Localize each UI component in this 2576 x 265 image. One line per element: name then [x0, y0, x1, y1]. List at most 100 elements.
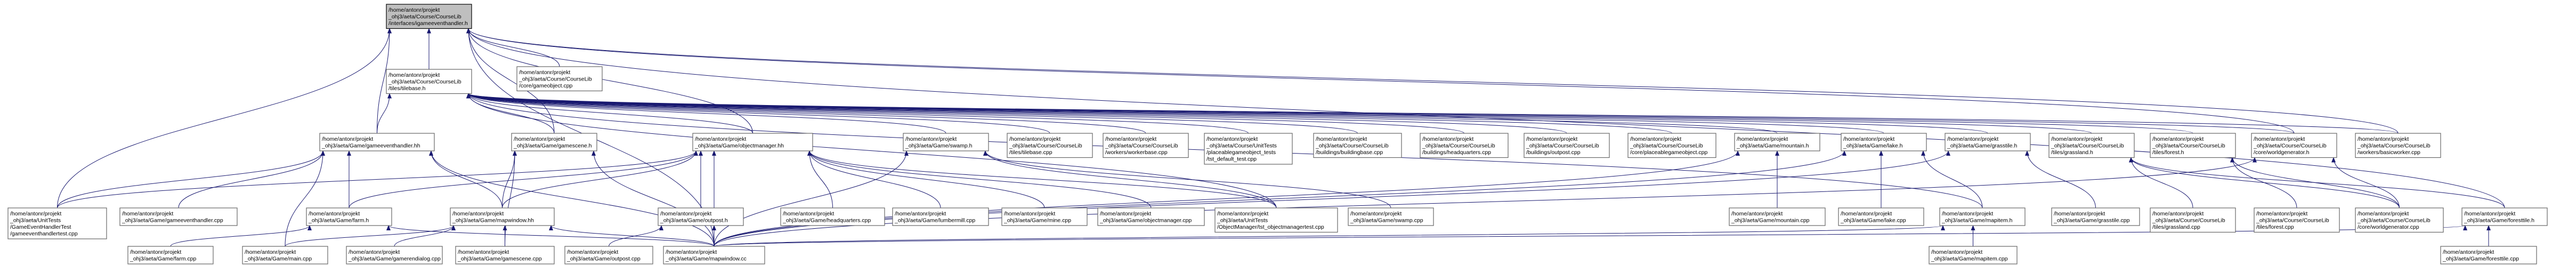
include-edge	[2025, 150, 2096, 208]
file-node-grasstile-cpp[interactable]: /home/antonr/projekt_ohj3/aeta/Game/gras…	[2051, 207, 2140, 226]
file-node-box	[1420, 133, 1509, 158]
file-node-mountain-cpp[interactable]: /home/antonr/projekt_ohj3/aeta/Game/moun…	[1729, 207, 1826, 226]
file-node-gamescene-cpp[interactable]: /home/antonr/projekt_ohj3/aeta/Game/game…	[455, 246, 555, 264]
file-node-label-line: /home/antonr/projekt	[458, 249, 509, 255]
file-node-box	[386, 4, 472, 29]
file-node-label-line: /home/antonr/projekt	[452, 211, 504, 217]
include-edge	[466, 93, 1988, 134]
file-node-gameeventhandler-h[interactable]: /home/antonr/projekt_ohj3/aeta/Game/game…	[319, 133, 435, 151]
file-node-swamp-cpp[interactable]: /home/antonr/projekt_ohj3/aeta/Game/swam…	[1348, 207, 1434, 226]
file-node-objectmanager-cpp[interactable]: /home/antonr/projekt_ohj3/aeta/Game/obje…	[1097, 207, 1205, 226]
file-node-gamescene-h[interactable]: /home/antonr/projekt_ohj3/aeta/Game/game…	[511, 133, 597, 151]
file-node-foresttile-cpp[interactable]: /home/antonr/projekt_ohj3/aeta/Game/fore…	[2440, 246, 2537, 264]
file-node-grasstile-h[interactable]: /home/antonr/projekt_ohj3/aeta/Game/gras…	[1945, 133, 2031, 151]
file-node-mountain-h[interactable]: /home/antonr/projekt_ohj3/aeta/Game/moun…	[1734, 133, 1820, 151]
file-node-label-line: /tiles/forest.cpp	[2256, 224, 2294, 230]
file-node-mine-cpp[interactable]: /home/antonr/projekt_ohj3/aeta/Game/mine…	[1001, 207, 1088, 226]
file-node-box	[1729, 207, 1826, 226]
file-node-placeablegameobject-cpp[interactable]: /home/antonr/projekt_ohj3/aeta/Course/Co…	[1627, 133, 1716, 158]
file-node-box	[2440, 246, 2537, 264]
file-node-label-line: _ohj3/aeta/Game/gamescene.cpp	[457, 256, 542, 262]
file-node-main-cpp[interactable]: /home/antonr/projekt_ohj3/aeta/Game/main…	[242, 246, 328, 264]
include-edge	[394, 225, 456, 247]
file-node-grassland-h[interactable]: /home/antonr/projekt_ohj3/aeta/Course/Co…	[2048, 133, 2135, 158]
file-node-placeable-tests[interactable]: /home/antonr/projekt_ohj3/aeta/Course/Un…	[1204, 133, 1293, 165]
file-node-headquarters-cpp-lib[interactable]: /home/antonr/projekt_ohj3/aeta/Course/Co…	[1420, 133, 1509, 158]
include-edge	[807, 150, 1152, 208]
include-edge	[429, 150, 503, 208]
file-node-label-line: _ohj3/aeta/Game/swamp.cpp	[1350, 218, 1423, 224]
file-node-box	[1945, 133, 2031, 151]
file-node-mapitem-h[interactable]: /home/antonr/projekt_ohj3/aeta/Game/mapi…	[1939, 207, 2026, 226]
file-node-gameobject-cpp[interactable]: /home/antonr/projekt_ohj3/aeta/Course/Co…	[516, 66, 603, 92]
file-node-workerbase-cpp[interactable]: /home/antonr/projekt_ohj3/aeta/Course/Co…	[1103, 133, 1189, 158]
file-node-grassland-cpp[interactable]: /home/antonr/projekt_ohj3/aeta/Course/Co…	[2150, 207, 2236, 233]
file-node-label-line: /placeablegameobject_tests	[1206, 149, 1276, 156]
file-node-outpost-cpp-lib[interactable]: /home/antonr/projekt_ohj3/aeta/Course/Co…	[1524, 133, 1610, 158]
file-node-gameeventhandler-cpp[interactable]: /home/antonr/projekt_ohj3/aeta/Game/game…	[119, 207, 238, 226]
file-node-basicworker-cpp[interactable]: /home/antonr/projekt_ohj3/aeta/Course/Co…	[2355, 133, 2441, 158]
file-node-mapwindow-cc[interactable]: /home/antonr/projekt_ohj3/aeta/Game/mapw…	[663, 246, 765, 264]
include-edge	[714, 150, 1740, 247]
file-node-tilebase-cpp[interactable]: /home/antonr/projekt_ohj3/aeta/Course/Co…	[1007, 133, 1093, 158]
include-edge	[466, 93, 2092, 134]
file-node-label-line: _ohj3/aeta/Course/CourseLib	[2152, 218, 2225, 224]
file-node-tilebase-h[interactable]: /home/antonr/projekt_ohj3/aeta/Course/Co…	[386, 69, 472, 94]
file-node-label-line: /home/antonr/projekt	[388, 72, 440, 78]
file-node-outpost-h[interactable]: /home/antonr/projekt_ohj3/aeta/Game/outp…	[658, 207, 744, 226]
file-node-lake-h[interactable]: /home/antonr/projekt_ohj3/aeta/Game/lake…	[1841, 133, 1927, 151]
include-edge	[285, 150, 325, 247]
file-node-gamerendialog-cpp[interactable]: /home/antonr/projekt_ohj3/aeta/Game/game…	[346, 246, 443, 264]
file-node-foresttile-h[interactable]: /home/antonr/projekt_ohj3/aeta/Game/fore…	[2461, 207, 2548, 226]
file-node-lake-cpp[interactable]: /home/antonr/projekt_ohj3/aeta/Game/lake…	[1838, 207, 1924, 226]
file-node-farm-h[interactable]: /home/antonr/projekt_ohj3/aeta/Game/farm…	[306, 207, 392, 226]
file-node-label-line: /home/antonr/projekt	[2051, 136, 2102, 142]
file-node-box	[2355, 133, 2441, 158]
include-edge	[377, 28, 392, 134]
file-node-label-line: _ohj3/aeta/Course/CourseLib	[2357, 143, 2431, 149]
file-node-label-line: /tiles/tilebase.cpp	[1009, 149, 1052, 156]
file-node-label-line: /home/antonr/projekt	[1841, 211, 1892, 217]
file-node-box	[2051, 207, 2140, 226]
file-node-box	[2150, 133, 2236, 158]
file-node-label-line: _ohj3/aeta/Course/CourseLib	[1630, 143, 1703, 149]
file-node-label-line: /home/antonr/projekt	[1206, 136, 1258, 142]
file-node-label-line: /home/antonr/projekt	[245, 249, 296, 255]
file-node-swamp-h[interactable]: /home/antonr/projekt_ohj3/aeta/Game/swam…	[903, 133, 989, 151]
file-node-farm-cpp[interactable]: /home/antonr/projekt_ohj3/aeta/Game/farm…	[127, 246, 214, 264]
file-node-label-line: _ohj3/aeta/Game/mapitem.cpp	[1931, 256, 2008, 262]
file-node-box	[1929, 246, 2018, 264]
file-node-worldgenerator-cpp[interactable]: /home/antonr/projekt_ohj3/aeta/Course/Co…	[2355, 207, 2444, 233]
file-node-unittest-objectmanager[interactable]: /home/antonr/projekt_ohj3/aeta/UnitTests…	[1214, 207, 1338, 233]
file-node-label-line: _ohj3/aeta/Course/CourseLib	[519, 76, 592, 83]
file-node-outpost-cpp[interactable]: /home/antonr/projekt_ohj3/aeta/Game/outp…	[564, 246, 653, 264]
file-node-label-line: /home/antonr/projekt	[322, 136, 373, 142]
file-node-forest-h[interactable]: /home/antonr/projekt_ohj3/aeta/Course/Co…	[2150, 133, 2236, 158]
include-edge	[466, 93, 1884, 134]
file-node-unittest-gameevent[interactable]: /home/antonr/projekt_ohj3/aeta/UnitTests…	[7, 207, 107, 239]
include-edge	[466, 93, 1050, 134]
file-node-label-line: _ohj3/aeta/Game/mountain.cpp	[1731, 218, 1810, 224]
file-node-label-line: /home/antonr/projekt	[1947, 136, 1998, 142]
file-node-label-line: /home/antonr/projekt	[660, 211, 711, 217]
file-node-headquarters-cpp[interactable]: /home/antonr/projekt_ohj3/aeta/Game/head…	[780, 207, 885, 226]
file-node-label-line: _ohj3/aeta/Course/CourseLib	[1526, 143, 1599, 149]
include-edge	[57, 28, 392, 208]
include-edge	[549, 225, 715, 247]
file-node-label-line: /GameEventHandlerTest	[10, 224, 71, 230]
file-node-root[interactable]: /home/antonr/projekt_ohj3/aeta/Course/Co…	[386, 4, 472, 29]
file-node-objectmanager-hh[interactable]: /home/antonr/projekt_ohj3/aeta/Game/obje…	[692, 133, 813, 151]
file-node-forest-cpp[interactable]: /home/antonr/projekt_ohj3/aeta/Course/Co…	[2254, 207, 2340, 233]
file-node-box	[1097, 207, 1205, 226]
file-node-mapitem-cpp[interactable]: /home/antonr/projekt_ohj3/aeta/Game/mapi…	[1929, 246, 2018, 264]
file-node-worldgenerator-h[interactable]: /home/antonr/projekt_ohj3/aeta/Course/Co…	[2251, 133, 2337, 158]
file-node-lumbermill-cpp[interactable]: /home/antonr/projekt_ohj3/aeta/Game/lumb…	[892, 207, 989, 226]
file-node-label-line: _ohj3/aeta/Game/gamescene.h	[513, 143, 592, 149]
include-edge	[502, 150, 517, 208]
file-node-box	[564, 246, 653, 264]
file-node-box	[1348, 207, 1434, 226]
include-edge	[807, 150, 1045, 208]
file-node-mapwindow-hh[interactable]: /home/antonr/projekt_ohj3/aeta/Game/mapw…	[450, 207, 555, 226]
file-node-buildingbase-cpp[interactable]: /home/antonr/projekt_ohj3/aeta/Course/Co…	[1313, 133, 1402, 158]
file-node-box	[319, 133, 435, 151]
